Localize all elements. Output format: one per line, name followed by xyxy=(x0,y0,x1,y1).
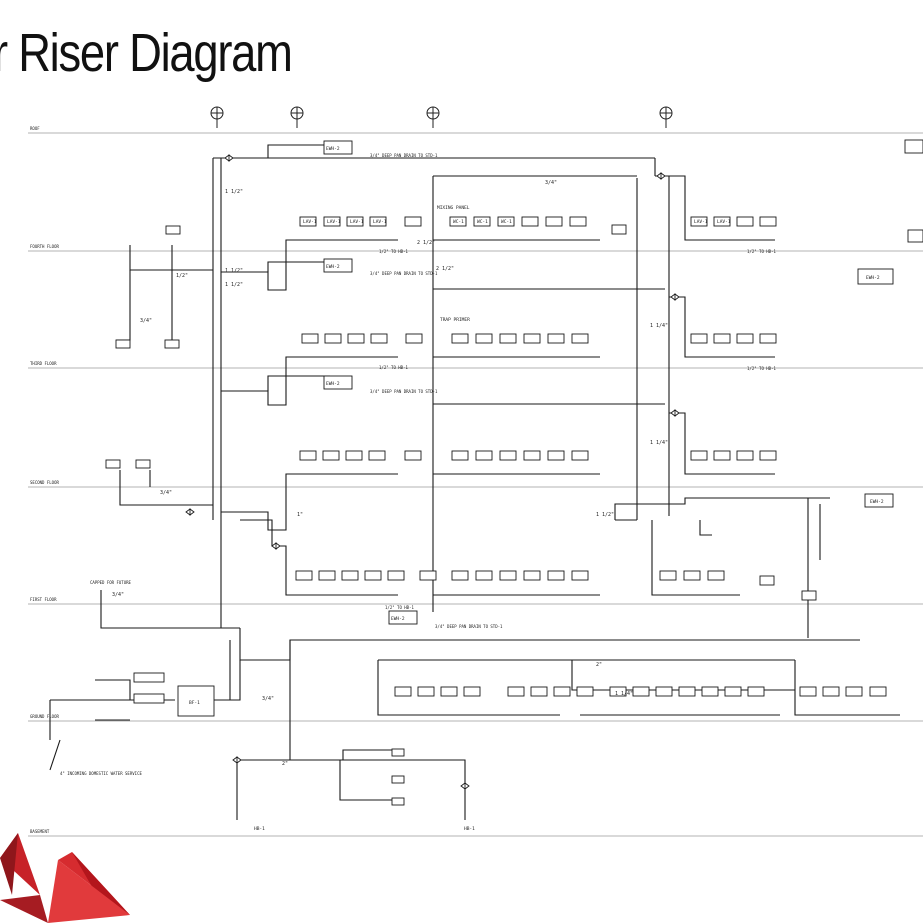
pipe-size-label: 3/4" xyxy=(140,318,152,324)
pipe-size-label: 3/4" xyxy=(112,592,124,598)
pipe-size-label: 1 1/2" xyxy=(225,268,243,274)
fixture-label: LAV-1 xyxy=(717,219,731,225)
floor-lines xyxy=(28,132,923,837)
note: 3/4" DEEP PAN DRAIN TO STD-1 xyxy=(370,271,438,276)
pipe-size-label: 1 1/2" xyxy=(225,282,243,288)
floor-labels: ROOF FOURTH FLOOR THIRD FLOOR SECOND FLO… xyxy=(30,126,59,834)
pipe-size-label: 1 1/2" xyxy=(225,189,243,195)
fixture-label: EWH-2 xyxy=(326,146,340,152)
pipe-size-label: 2 1/2" xyxy=(417,240,435,246)
pipe-size-label: 1 1/4" xyxy=(650,440,668,446)
note: 3/4" DEEP PAN DRAIN TO STD-1 xyxy=(435,624,503,629)
pipe-size-label: 2 1/2" xyxy=(436,266,454,272)
fixtures xyxy=(105,139,923,806)
note: 3/4" DEEP PAN DRAIN TO STD-1 xyxy=(370,153,438,158)
fixture-label: WC-1 xyxy=(453,219,464,225)
note: CAPPED FOR FUTURE xyxy=(90,580,132,585)
pipe-size-label: 1" xyxy=(297,512,303,518)
note: 3/4" DEEP PAN DRAIN TO STD-1 xyxy=(370,389,438,394)
floor-label: FIRST FLOOR xyxy=(30,597,57,602)
note: 1/2" TO HB-1 xyxy=(385,605,414,610)
fixture-label: WC-1 xyxy=(501,219,512,225)
fixture-label: TRAP PRIMER xyxy=(440,317,470,323)
fixture-label: LAV-1 xyxy=(373,219,387,225)
fixture-labels: LAV-1 LAV-1 LAV-1 LAV-1 WC-1 WC-1 WC-1 L… xyxy=(189,146,884,832)
note: 4" INCOMING DOMESTIC WATER SERVICE xyxy=(60,771,142,776)
floor-label: BASEMENT xyxy=(30,829,50,834)
piping xyxy=(49,144,900,820)
note: 1/2" TO HB-1 xyxy=(379,365,408,370)
floor-label: THIRD FLOOR xyxy=(30,361,57,366)
floor-label: FOURTH FLOOR xyxy=(30,244,59,249)
valve-icon xyxy=(185,154,680,790)
floor-label: GROUND FLOOR xyxy=(30,714,59,719)
pipe-size-label: 3/4" xyxy=(545,180,557,186)
pipe-size-label: 2" xyxy=(596,662,602,668)
pipe-size-label: 1 1/2" xyxy=(596,512,614,518)
pipe-size-label: 2" xyxy=(282,761,288,767)
pipe-size-label: 3/4" xyxy=(262,696,274,702)
pipe-size-labels: 1 1/2" 1 1/2" 1 1/2" 3/4" 1 1/4" 1 1/4" … xyxy=(112,180,668,767)
pipe-size-label: 1 1/4" xyxy=(615,691,633,697)
fixture-label: MIXING PANEL xyxy=(437,205,470,211)
fixture-label: HB-1 xyxy=(254,826,265,832)
page-title: r Riser Diagram xyxy=(0,23,293,83)
floor-label: SECOND FLOOR xyxy=(30,480,59,485)
fixture-label: LAV-1 xyxy=(303,219,317,225)
fixture-label: LAV-1 xyxy=(694,219,708,225)
fixture-label: BF-1 xyxy=(189,700,200,706)
note: 1/2" TO HB-1 xyxy=(747,249,776,254)
column-grid-icon xyxy=(210,106,673,128)
pipe-size-label: 1/2" xyxy=(176,273,188,279)
fixture-label: EWH-2 xyxy=(326,264,340,270)
fixture-label: EWH-2 xyxy=(391,616,405,622)
floor-label: ROOF xyxy=(30,126,40,131)
fixture-label: EWH-2 xyxy=(870,499,884,505)
annotations: 3/4" DEEP PAN DRAIN TO STD-1 3/4" DEEP P… xyxy=(60,153,776,776)
pipe-size-label: 3/4" xyxy=(160,490,172,496)
fixture-label: EWH-2 xyxy=(326,381,340,387)
note: 1/2" TO HB-1 xyxy=(379,249,408,254)
fixture-label: EWH-2 xyxy=(866,275,880,281)
fixture-label: HB-1 xyxy=(464,826,475,832)
fixture-label: WC-1 xyxy=(477,219,488,225)
pipe-size-label: 1 1/4" xyxy=(650,323,668,329)
fixture-label: LAV-1 xyxy=(327,219,341,225)
fixture-label: LAV-1 xyxy=(350,219,364,225)
logo-triangle-icon xyxy=(0,833,130,923)
note: 1/2" TO HB-1 xyxy=(747,366,776,371)
